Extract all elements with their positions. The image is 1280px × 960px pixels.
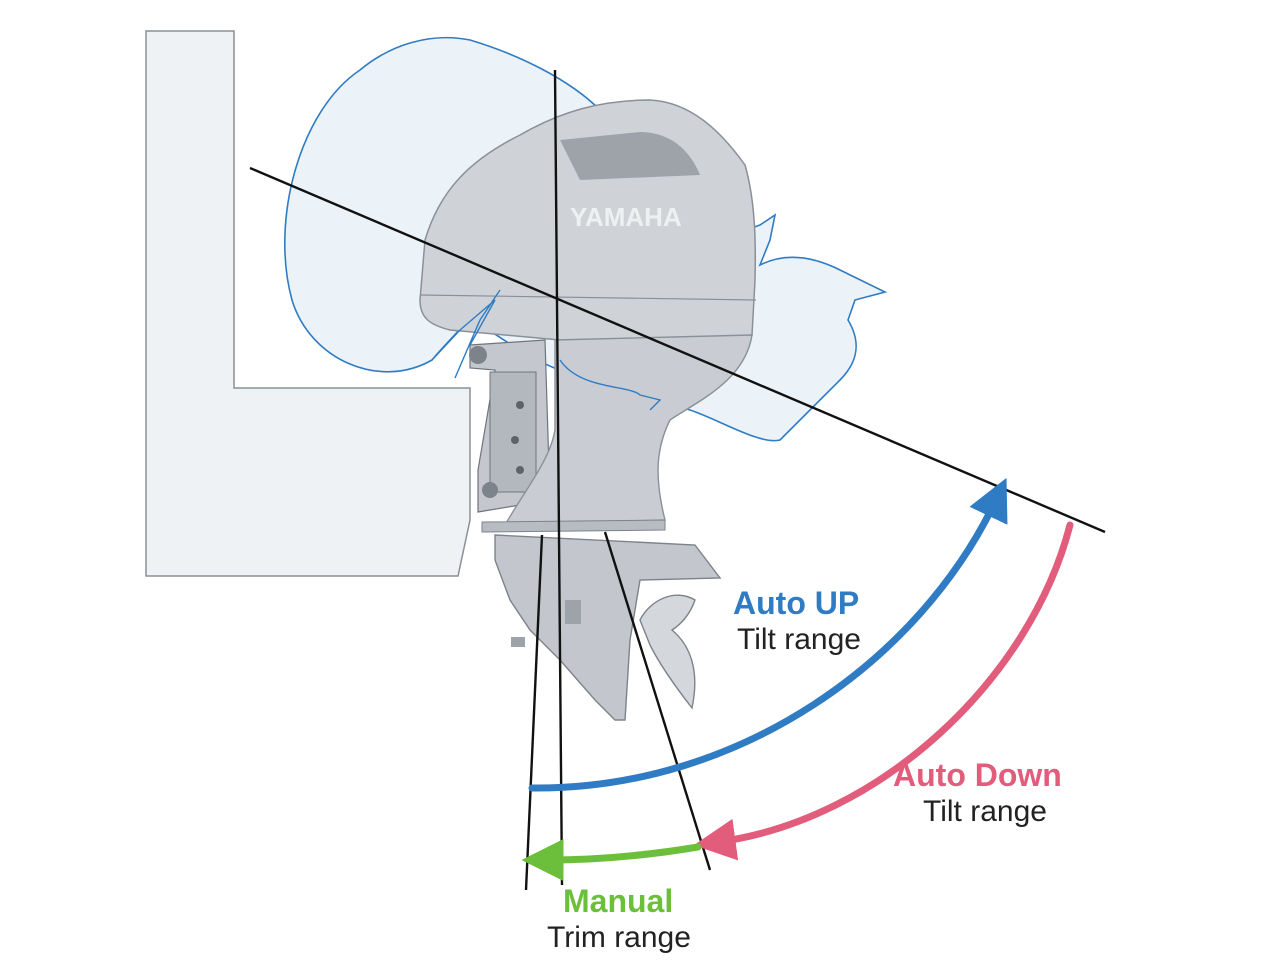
ghost-engine-detail [431,289,662,411]
trim-out-limit-line [603,531,712,871]
auto-up-label: Auto UP [733,585,860,621]
bracket-bolt [469,346,487,364]
bracket-plate [489,371,537,493]
boat-transom [145,30,471,577]
bracket-bolt [482,482,498,498]
auto-up-tilt-arrow [528,477,1008,792]
engine-brand-logo: YAMAHA [570,202,682,232]
propeller [639,594,696,710]
trim-in-limit-line [524,534,544,891]
vertical-reference-line [553,69,564,886]
engine-midsection [503,334,753,526]
bracket-bolt [516,466,524,474]
manual-label: Manual [563,883,674,919]
lower-unit-detail [511,637,525,647]
auto-down-tilt-arrow [693,521,1074,861]
anti-ventilation-plate [481,519,666,533]
cowling-seam [419,294,757,301]
auto-down-sublabel: Tilt range [923,795,1047,828]
cowling-top-vent [560,132,700,180]
auto-down-label: Auto Down [893,757,1062,793]
tilt-reference-line [249,166,1106,534]
bracket-bolt [516,401,524,409]
lower-unit-detail [565,600,581,624]
manual-trim-arrow [521,838,702,881]
bracket-bolt [511,436,519,444]
manual-sublabel: Trim range [547,921,691,954]
engine-lower-unit [494,534,722,721]
auto-up-sublabel: Tilt range [737,623,861,656]
